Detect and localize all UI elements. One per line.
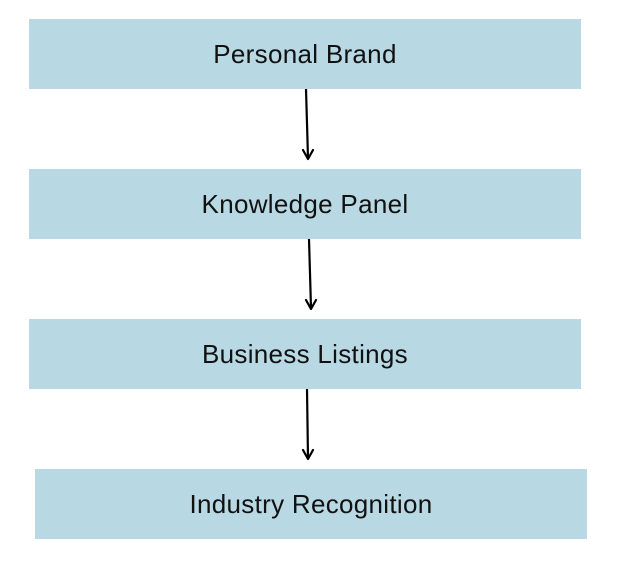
node-personal-brand: Personal Brand	[29, 19, 581, 89]
node-label: Business Listings	[202, 338, 408, 369]
node-label: Knowledge Panel	[201, 188, 409, 219]
node-label: Personal Brand	[213, 38, 397, 69]
node-industry-recognition: Industry Recognition	[35, 469, 587, 539]
arrow-knowledge-to-business	[304, 238, 318, 311]
node-knowledge-panel: Knowledge Panel	[29, 169, 581, 239]
arrow-business-to-industry	[301, 388, 315, 461]
node-business-listings: Business Listings	[29, 319, 581, 389]
node-label: Industry Recognition	[189, 488, 433, 519]
arrow-personal-to-knowledge	[301, 88, 315, 161]
